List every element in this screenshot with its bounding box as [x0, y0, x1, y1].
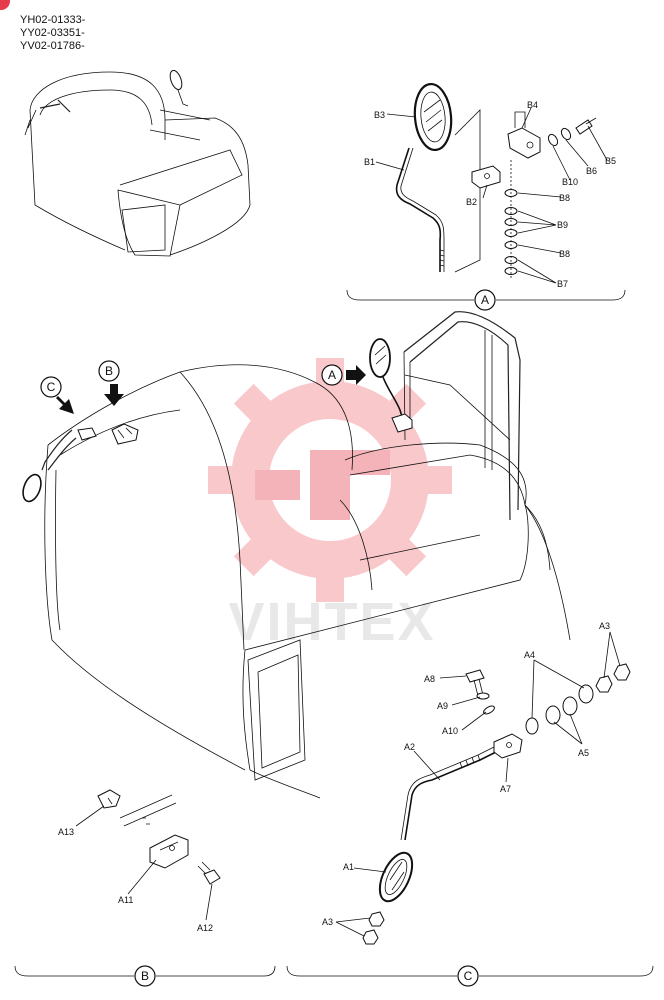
callout-b-main: B [105, 364, 113, 378]
callout-a-circle: A [481, 293, 489, 307]
label-b8-lower: B8 [559, 249, 570, 259]
label-a12: A12 [197, 923, 213, 933]
label-b6: B6 [586, 166, 597, 176]
callout-c-main: C [47, 380, 56, 394]
label-a9: A9 [437, 701, 448, 711]
label-b9: B9 [557, 220, 568, 230]
detail-a: A B3 B1 B2 B4 B5 B6 B10 B8 B9 B8 B7 [346, 82, 626, 311]
callout-a-main: A [328, 368, 336, 382]
label-a13: A13 [58, 827, 74, 837]
label-b5: B5 [605, 156, 616, 166]
cab-main-view: A B C [22, 311, 571, 799]
label-b3: B3 [374, 110, 385, 120]
clamp-b2 [471, 165, 501, 189]
callout-b-circle: B [141, 969, 149, 983]
label-b10: B10 [562, 177, 578, 187]
serial-number-2: YY02-03351- [20, 27, 85, 39]
arrow-b [104, 384, 124, 406]
label-a4: A4 [524, 650, 535, 660]
serial-number-1: YH02-01333- [20, 14, 86, 26]
mirror-c-main [22, 473, 42, 503]
label-a2: A2 [404, 742, 415, 752]
watermark-text: VIHTEX [228, 592, 435, 652]
label-a3-upper: A3 [599, 621, 610, 631]
label-b7: B7 [557, 279, 568, 289]
label-b8-upper: B8 [559, 193, 570, 203]
callout-c-circle: C [464, 969, 473, 983]
label-a3-lower: A3 [322, 917, 333, 927]
corner-badge [0, 0, 10, 10]
label-a1: A1 [343, 862, 354, 872]
detail-c: C A8 A9 A10 A2 A7 A4 A5 A3 A1 A3 [286, 621, 654, 987]
label-b4: B4 [527, 100, 538, 110]
watermark-logo [208, 358, 452, 602]
arrow-c [56, 396, 74, 414]
mirror-stay-b1 [395, 147, 442, 272]
mirror-b3 [413, 82, 453, 152]
label-a10: A10 [442, 726, 458, 736]
arrow-a [346, 365, 366, 385]
label-b2: B2 [466, 197, 477, 207]
label-a7: A7 [500, 784, 511, 794]
label-a5: A5 [578, 748, 589, 758]
label-a11: A11 [118, 895, 133, 905]
mirror-stay-a2 [404, 749, 501, 841]
bracket-a11 [149, 834, 189, 869]
label-b1: B1 [364, 157, 375, 167]
label-a8: A8 [424, 674, 435, 684]
clamp-b4 [507, 127, 541, 159]
mirror-a-main [369, 338, 391, 378]
serial-number-3: YV02-01786- [20, 40, 85, 52]
cab-overview [24, 69, 251, 257]
mirror-a1 [378, 851, 414, 903]
detail-b: B A13 A11 A12 [14, 789, 276, 987]
